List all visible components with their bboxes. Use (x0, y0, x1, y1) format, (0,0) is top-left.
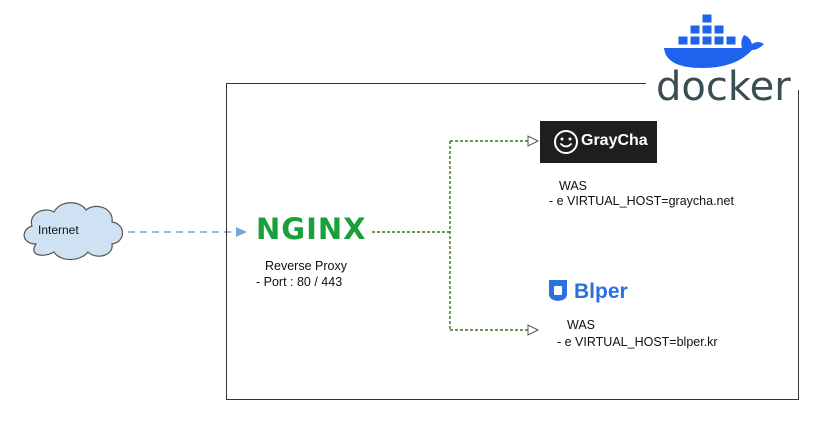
graycha-caption-host: - e VIRTUAL_HOST=graycha.net (549, 193, 734, 209)
internet-cloud-icon (23, 202, 124, 261)
graycha-caption-line2: - e VIRTUAL_HOST=graycha.net (549, 194, 734, 208)
internet-label: Internet (38, 223, 79, 237)
blper-caption: WAS (567, 317, 595, 333)
smiley-icon (554, 130, 578, 154)
docker-wordmark: docker (656, 64, 791, 110)
docker-logo-backdrop (646, 76, 802, 90)
graycha-caption: WAS (559, 178, 587, 194)
nginx-caption-port: - Port : 80 / 443 (256, 274, 342, 290)
blper-caption-line1: WAS (567, 318, 596, 332)
blper-shield-icon (549, 280, 567, 301)
blper-wordmark: Blper (574, 280, 628, 303)
nginx-logo: NGINX (256, 212, 367, 246)
nginx-caption-line2: - Port : 80 / 443 (256, 275, 343, 289)
graycha-wordmark: GrayCha (581, 132, 648, 149)
arrowhead-graycha (527, 135, 540, 147)
graycha-caption-line1: WAS (559, 179, 588, 193)
graycha-logo-box (540, 121, 657, 163)
blper-caption-line2: - e VIRTUAL_HOST=blper.kr (557, 335, 718, 349)
blper-caption-host: - e VIRTUAL_HOST=blper.kr (557, 334, 718, 350)
internet-to-nginx-arrow (128, 227, 247, 237)
nginx-caption-line1: Reverse Proxy (265, 259, 347, 273)
nginx-caption: Reverse Proxy (265, 258, 347, 274)
docker-host-frame (226, 83, 799, 400)
docker-whale-icon (664, 13, 764, 68)
arrowhead-blper (527, 324, 540, 336)
nginx-to-was-connector (372, 140, 528, 331)
